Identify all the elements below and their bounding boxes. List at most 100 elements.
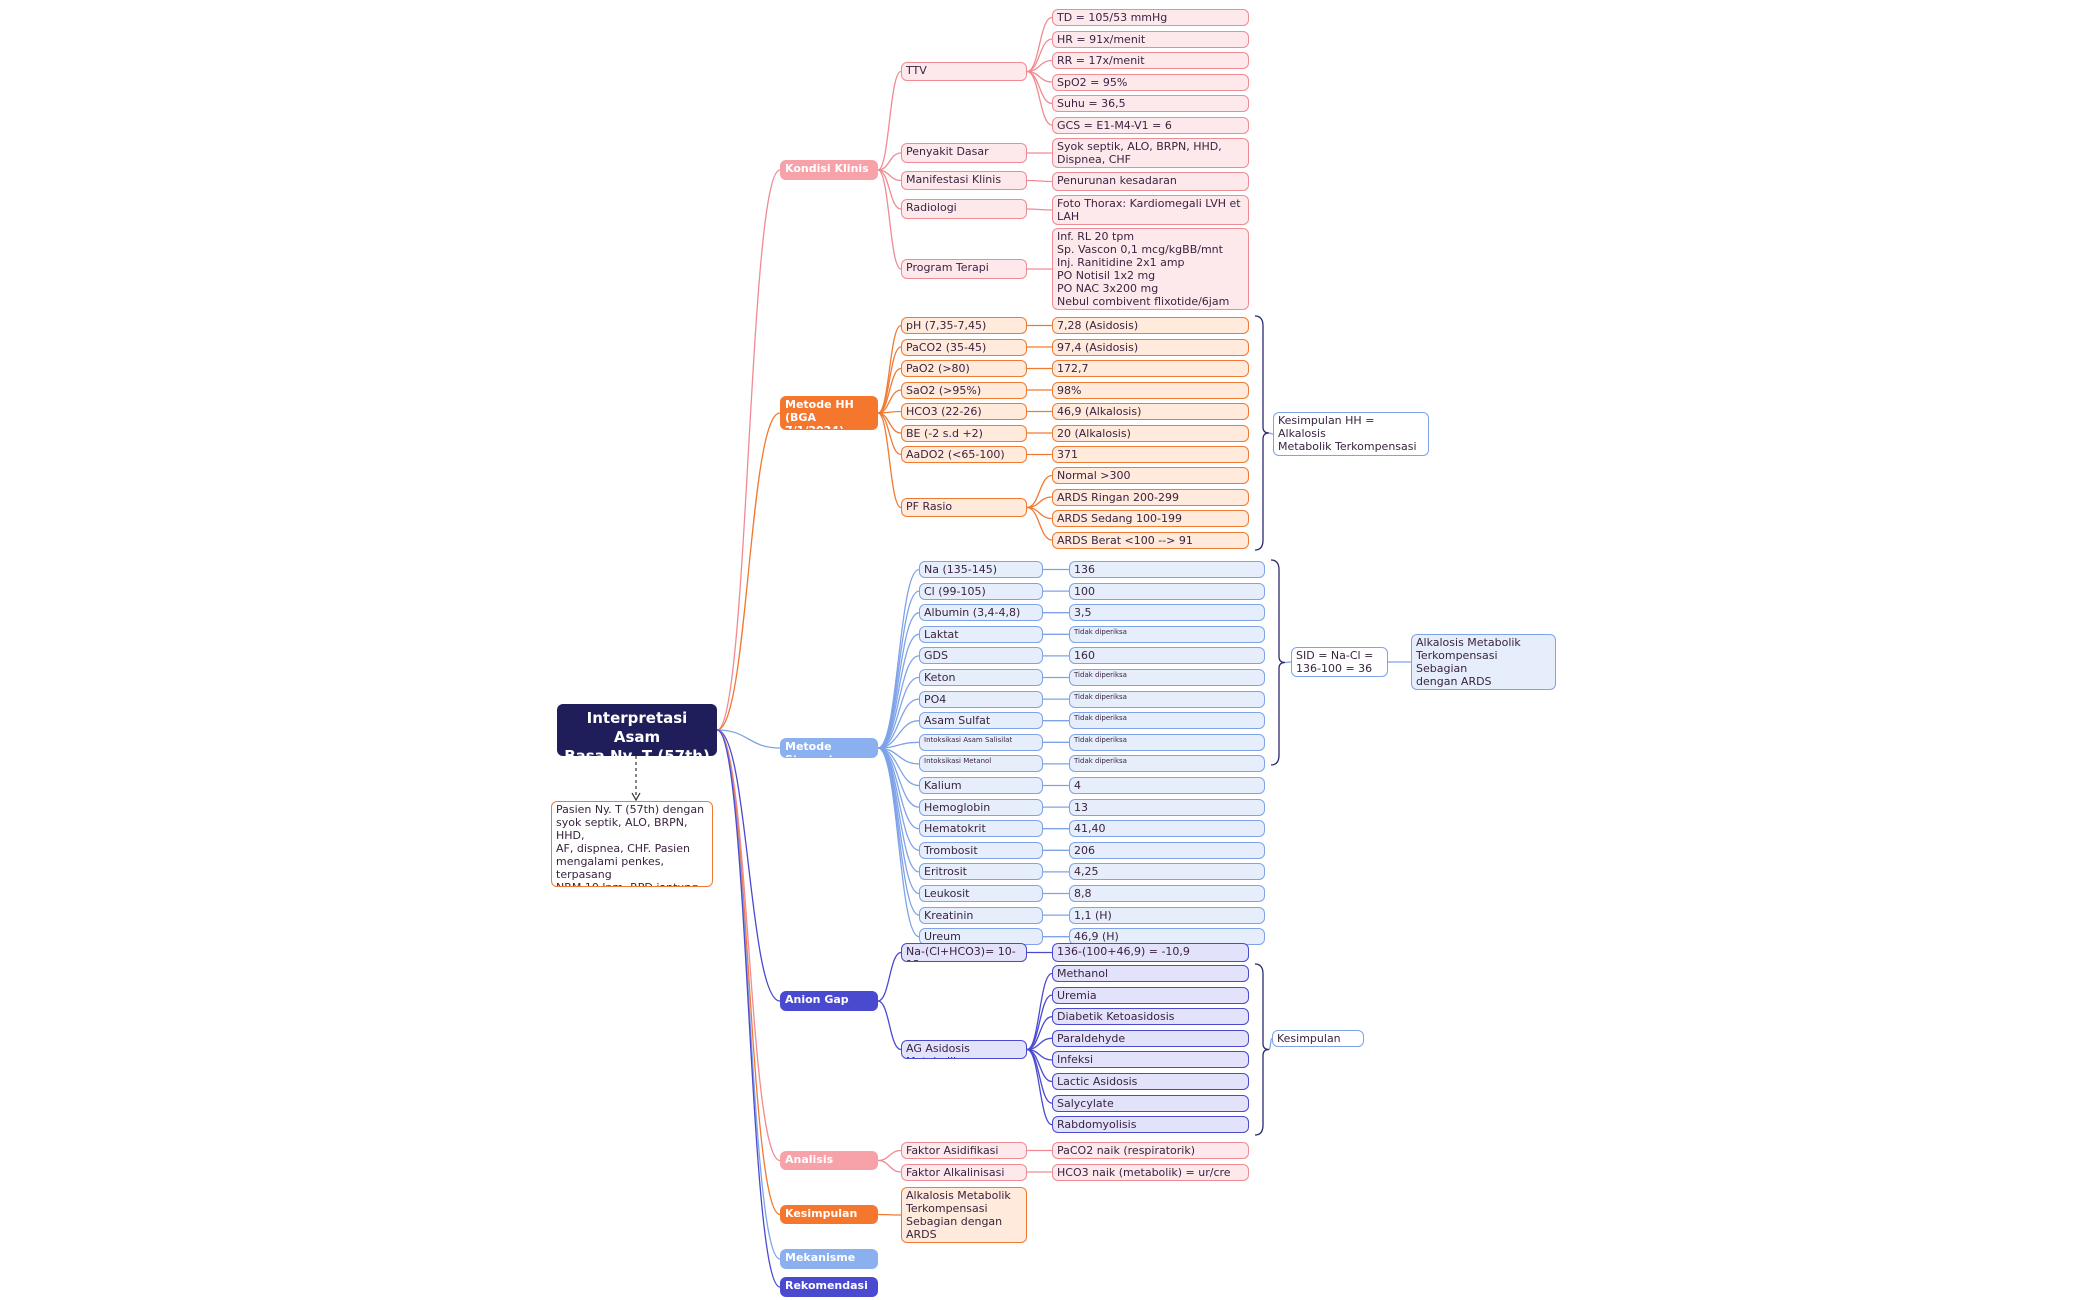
branch-analisis[interactable]: Analisis bbox=[780, 1151, 878, 1170]
branch-rekomendasi[interactable]: Rekomendasi bbox=[780, 1277, 878, 1297]
stewart-param[interactable]: Intoksikasi Asam Salisilat bbox=[919, 733, 1043, 751]
hh-param[interactable]: HCO3 (22-26) bbox=[901, 403, 1027, 420]
ag-asidosis-node[interactable]: AG Asidosis Metabolik bbox=[901, 1040, 1027, 1059]
stewart-value: 1,1 (H) bbox=[1069, 906, 1265, 924]
ttv-item: Suhu = 36,5 bbox=[1052, 95, 1249, 112]
pf-item: Normal >300 bbox=[1052, 467, 1249, 484]
program-terapi-value: Inf. RL 20 tpm Sp. Vascon 0,1 mcg/kgBB/m… bbox=[1052, 228, 1249, 310]
analisis-value: PaCO2 naik (respiratorik) bbox=[1052, 1142, 1249, 1159]
ag-cause-item: Uremia bbox=[1052, 986, 1249, 1004]
pf-item: ARDS Berat <100 --> 91 bbox=[1052, 531, 1249, 549]
hh-value: 98% bbox=[1052, 381, 1249, 399]
hh-value: 7,28 (Asidosis) bbox=[1052, 317, 1249, 334]
branch-kesimpulan[interactable]: Kesimpulan bbox=[780, 1205, 878, 1224]
ttv-item: RR = 17x/menit bbox=[1052, 52, 1249, 69]
stewart-value: 4 bbox=[1069, 777, 1265, 794]
stewart-value: 100 bbox=[1069, 582, 1265, 600]
analisis-factor[interactable]: Faktor Alkalinisasi bbox=[901, 1163, 1027, 1181]
hh-value: 97,4 (Asidosis) bbox=[1052, 338, 1249, 356]
penyakit-dasar-value: Syok septik, ALO, BRPN, HHD, Dispnea, CH… bbox=[1052, 138, 1249, 168]
hh-value: 46,9 (Alkalosis) bbox=[1052, 403, 1249, 420]
stewart-param[interactable]: Albumin (3,4-4,8) bbox=[919, 604, 1043, 622]
ag-cause-item: Infeksi bbox=[1052, 1051, 1249, 1069]
stewart-value: 13 bbox=[1069, 798, 1265, 816]
ag-summary: Kesimpulan AG: bbox=[1272, 1030, 1364, 1047]
ag-formula-node[interactable]: Na-(Cl+HCO3)= 10-12 bbox=[901, 943, 1027, 962]
stewart-param[interactable]: Hematokrit bbox=[919, 820, 1043, 838]
stewart-param[interactable]: Leukosit bbox=[919, 885, 1043, 902]
analisis-value: HCO3 naik (metabolik) = ur/cre bbox=[1052, 1163, 1249, 1181]
stewart-param[interactable]: Eritrosit bbox=[919, 863, 1043, 881]
stewart-param[interactable]: Cl (99-105) bbox=[919, 582, 1043, 600]
stewart-value: 136 bbox=[1069, 561, 1265, 578]
stewart-param[interactable]: Kreatinin bbox=[919, 906, 1043, 924]
root-topic[interactable]: Interpretasi Asam Basa Ny. T (57th) bbox=[557, 704, 717, 765]
ag-cause-item: Methanol bbox=[1052, 965, 1249, 982]
stewart-value: 3,5 bbox=[1069, 604, 1265, 622]
stewart-value: Tidak diperiksa bbox=[1069, 755, 1265, 773]
stewart-value: 206 bbox=[1069, 841, 1265, 859]
stewart-value: Tidak diperiksa bbox=[1069, 733, 1265, 751]
analisis-factor[interactable]: Faktor Asidifikasi bbox=[901, 1142, 1027, 1159]
ttv-item: SpO2 = 95% bbox=[1052, 73, 1249, 91]
ag-cause-item: Diabetik Ketoasidosis bbox=[1052, 1008, 1249, 1026]
program-terapi-node[interactable]: Program Terapi bbox=[901, 259, 1027, 279]
stewart-value: Tidak diperiksa bbox=[1069, 712, 1265, 730]
hh-summary: Kesimpulan HH = Alkalosis Metabolik Terk… bbox=[1273, 412, 1429, 456]
stewart-param[interactable]: Intoksikasi Metanol bbox=[919, 755, 1043, 773]
ag-formula-value: 136-(100+46,9) = -10,9 bbox=[1052, 943, 1249, 962]
stewart-value: Tidak diperiksa bbox=[1069, 690, 1265, 708]
stewart-param[interactable]: Hemoglobin bbox=[919, 798, 1043, 816]
branch-metode-stewart[interactable]: Metode Stewart bbox=[780, 738, 878, 758]
radiologi-node[interactable]: Radiologi bbox=[901, 199, 1027, 219]
hh-value: 20 (Alkalosis) bbox=[1052, 424, 1249, 442]
stewart-value: 8,8 bbox=[1069, 885, 1265, 902]
stewart-value: Tidak diperiksa bbox=[1069, 669, 1265, 686]
ag-cause-item: Lactic Asidosis bbox=[1052, 1073, 1249, 1090]
stewart-value: Tidak diperiksa bbox=[1069, 625, 1265, 643]
stewart-param[interactable]: Asam Sulfat bbox=[919, 712, 1043, 730]
stewart-param[interactable]: GDS bbox=[919, 647, 1043, 665]
hh-param[interactable]: SaO2 (>95%) bbox=[901, 381, 1027, 399]
stewart-value: 46,9 (H) bbox=[1069, 928, 1265, 946]
penyakit-dasar-node[interactable]: Penyakit Dasar bbox=[901, 143, 1027, 163]
hh-value: 172,7 bbox=[1052, 360, 1249, 377]
ttv-item: TD = 105/53 mmHg bbox=[1052, 9, 1249, 26]
ttv-item: HR = 91x/menit bbox=[1052, 30, 1249, 48]
branch-anion-gap[interactable]: Anion Gap bbox=[780, 991, 878, 1011]
pf-item: ARDS Ringan 200-299 bbox=[1052, 488, 1249, 506]
stewart-param[interactable]: Kalium bbox=[919, 777, 1043, 794]
pf-rasio-node[interactable]: PF Rasio bbox=[901, 498, 1027, 517]
ttv-node[interactable]: TTV bbox=[901, 62, 1027, 81]
stewart-param[interactable]: PO4 bbox=[919, 690, 1043, 708]
stewart-value: 41,40 bbox=[1069, 820, 1265, 838]
ag-cause-item: Paraldehyde bbox=[1052, 1029, 1249, 1047]
hh-param[interactable]: AaDO2 (<65-100) bbox=[901, 446, 1027, 463]
sid-node: SID = Na-Cl = 136-100 = 36 bbox=[1291, 647, 1388, 677]
stewart-param[interactable]: Na (135-145) bbox=[919, 561, 1043, 578]
branch-metode-hh[interactable]: Metode HH (BGA 7/1/2024) bbox=[780, 396, 878, 430]
hh-param[interactable]: BE (-2 s.d +2) bbox=[901, 424, 1027, 442]
stewart-value: 160 bbox=[1069, 647, 1265, 665]
hh-value: 371 bbox=[1052, 446, 1249, 463]
branch-kondisi-klinis[interactable]: Kondisi Klinis bbox=[780, 160, 878, 180]
root-note: Pasien Ny. T (57th) dengan syok septik, … bbox=[551, 801, 713, 887]
hh-param[interactable]: pH (7,35-7,45) bbox=[901, 317, 1027, 334]
pf-item: ARDS Sedang 100-199 bbox=[1052, 510, 1249, 527]
radiologi-value: Foto Thorax: Kardiomegali LVH et LAH Gam… bbox=[1052, 195, 1249, 225]
stewart-param[interactable]: Laktat bbox=[919, 625, 1043, 643]
ttv-item: GCS = E1-M4-V1 = 6 bbox=[1052, 116, 1249, 134]
hh-param[interactable]: PaO2 (>80) bbox=[901, 360, 1027, 377]
ag-cause-item: Rabdomyolisis bbox=[1052, 1116, 1249, 1134]
hh-param[interactable]: PaCO2 (35-45) bbox=[901, 338, 1027, 356]
stewart-value: 4,25 bbox=[1069, 863, 1265, 881]
manifestasi-klinis-node[interactable]: Manifestasi Klinis bbox=[901, 171, 1027, 190]
kesimpulan-value: Alkalosis Metabolik Terkompensasi Sebagi… bbox=[901, 1187, 1027, 1243]
branch-mekanisme[interactable]: Mekanisme bbox=[780, 1249, 878, 1269]
stewart-param[interactable]: Trombosit bbox=[919, 841, 1043, 859]
stewart-param[interactable]: Ureum bbox=[919, 928, 1043, 946]
ag-cause-item: Salycylate bbox=[1052, 1094, 1249, 1112]
stewart-param[interactable]: Keton bbox=[919, 669, 1043, 686]
manifestasi-klinis-value: Penurunan kesadaran bbox=[1052, 172, 1249, 191]
